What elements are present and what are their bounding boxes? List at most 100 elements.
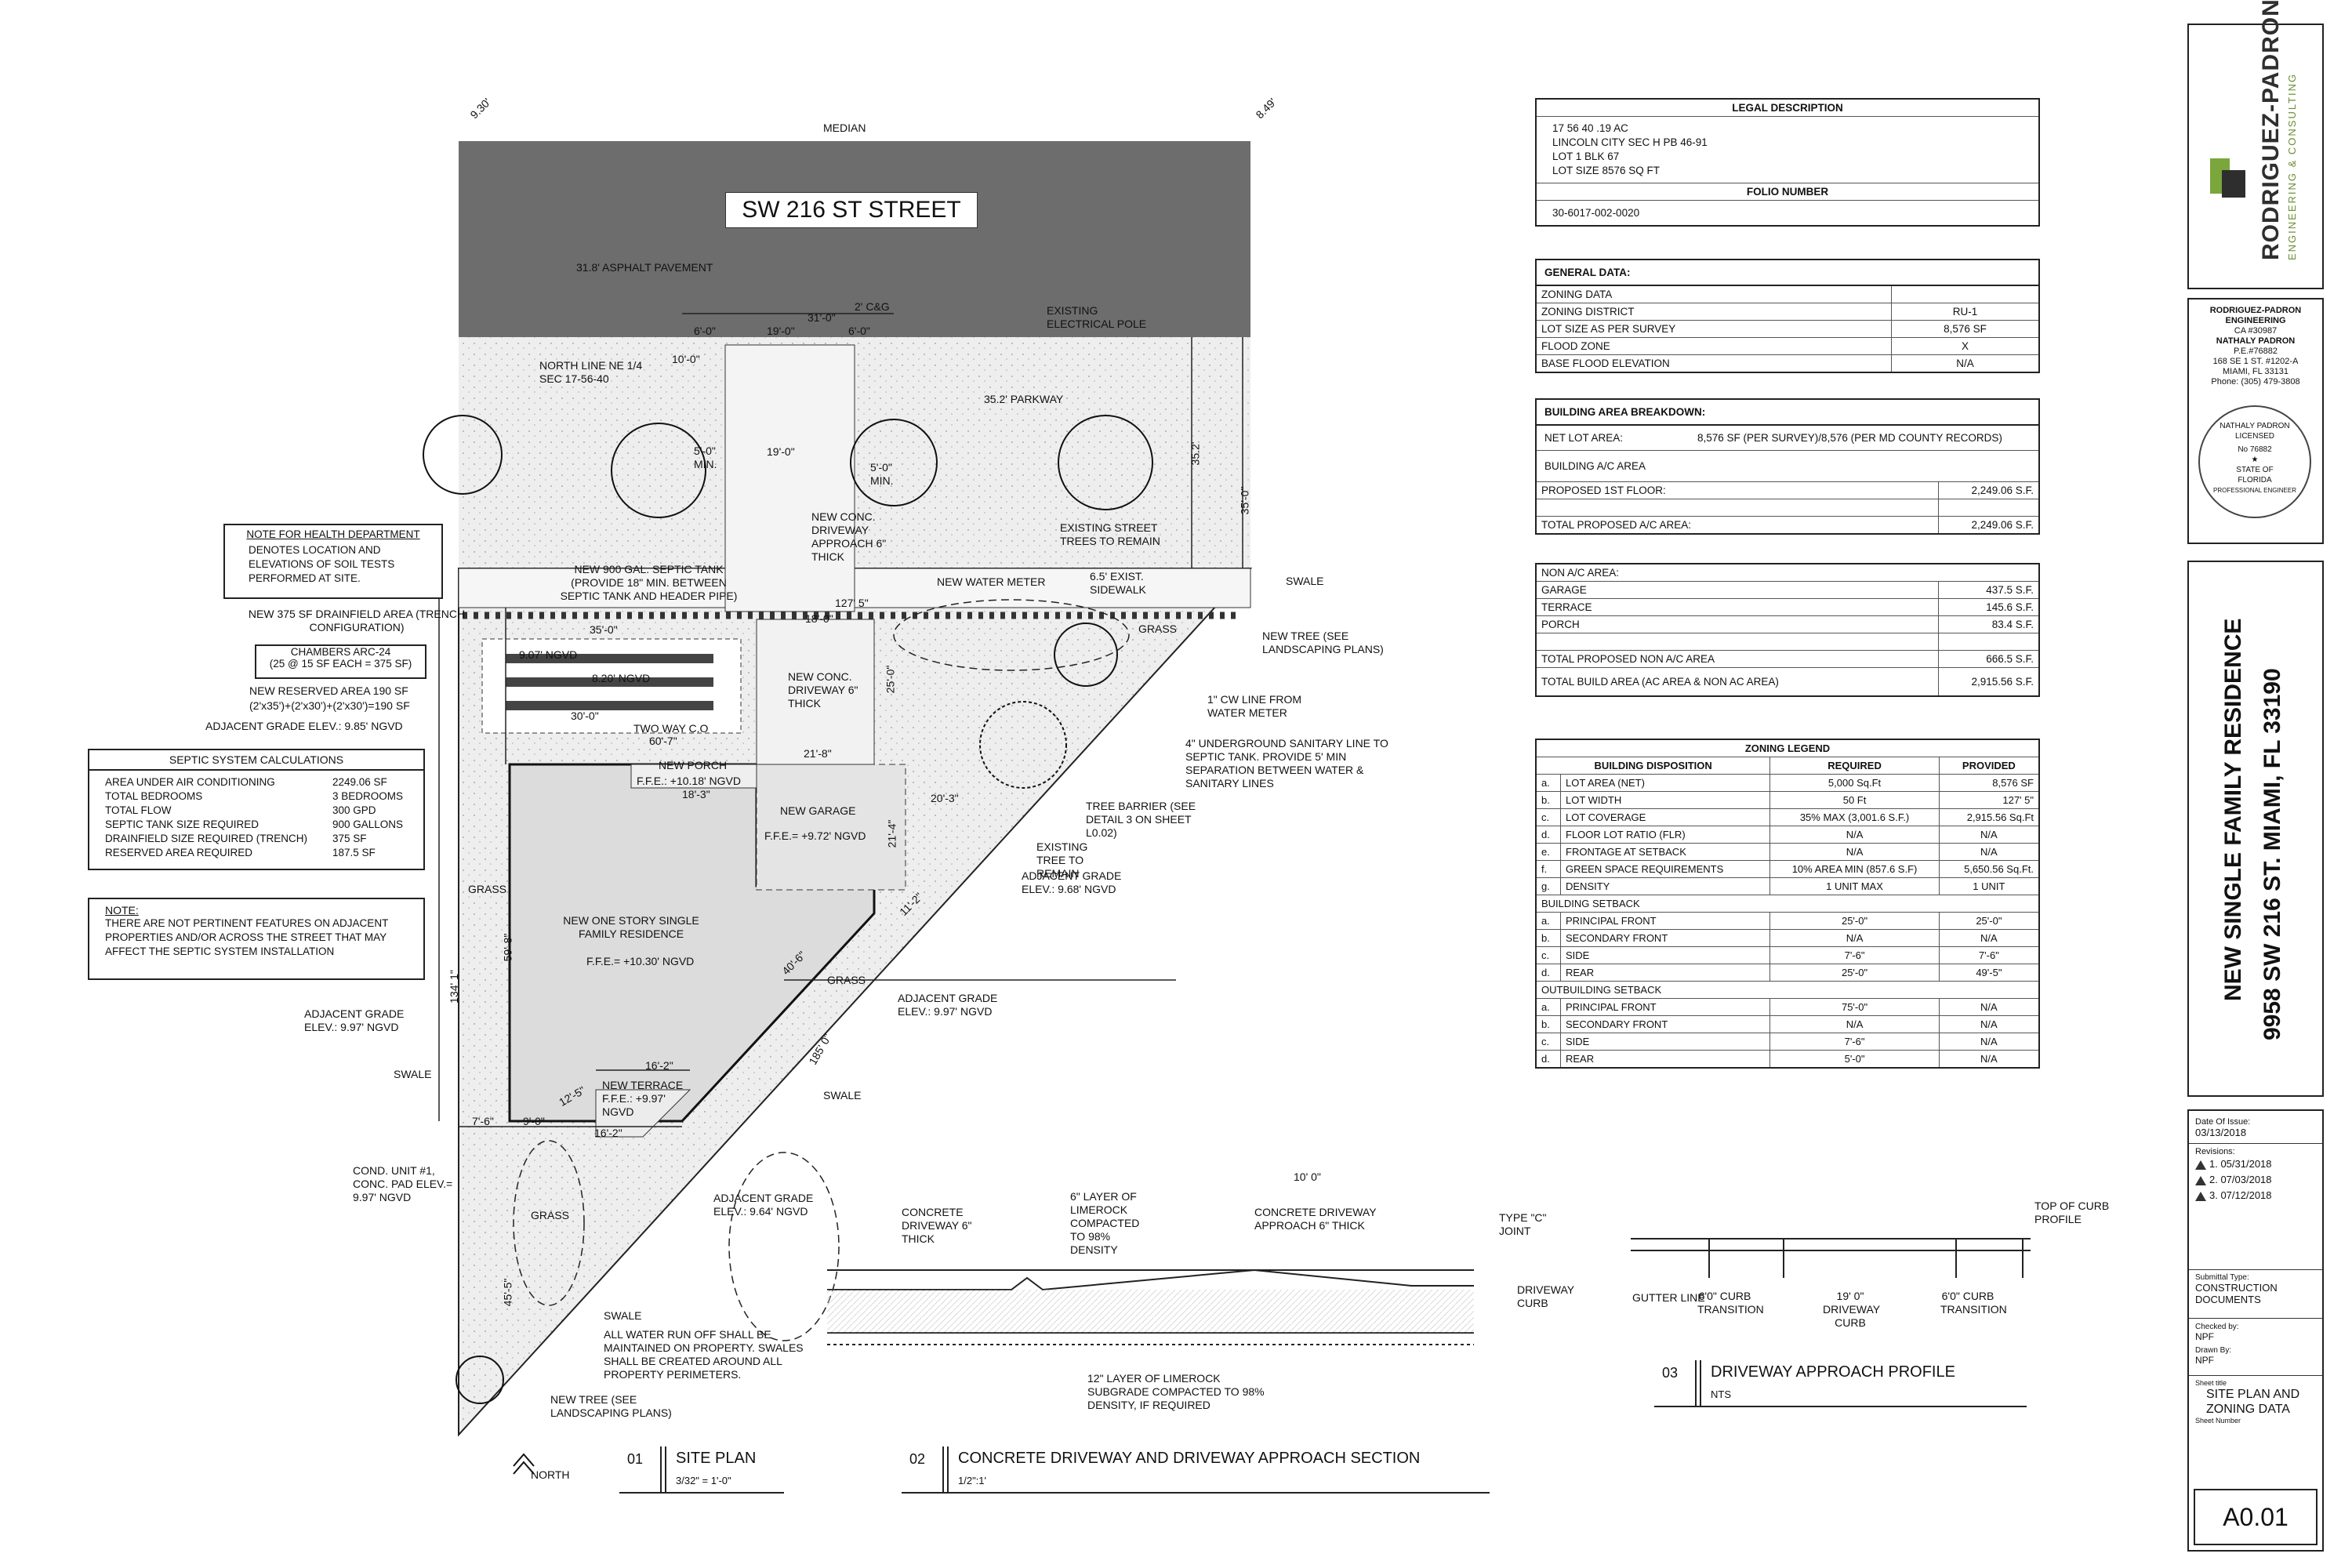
dim-19b: 19'-0" <box>767 445 795 458</box>
section-limerock6: 6" LAYER OF LIMEROCK COMPACTED TO 98% DE… <box>1070 1190 1140 1256</box>
general-label: BASE FLOOD ELEVATION <box>1535 354 1892 373</box>
general-value: X <box>1891 337 2040 355</box>
grass-label-b: GRASS <box>468 883 507 895</box>
firm-line: CA #30987 <box>2234 326 2278 336</box>
residence-ffe-label: F.F.E.= +10.30' NGVD <box>586 955 695 967</box>
drawn-label: Drawn By: <box>2195 1346 2232 1355</box>
zoning-letter: a. <box>1535 998 1561 1016</box>
zoning-letter: c. <box>1535 1033 1561 1051</box>
septic-row-value: 900 GALLONS <box>332 818 404 830</box>
septic-row-label: DRAINFIELD SIZE REQUIRED (TRENCH) <box>105 833 308 844</box>
street-trees <box>423 415 1153 1404</box>
zoning-provided: N/A <box>1938 843 2040 861</box>
zoning-header: BUILDING DISPOSITION <box>1535 757 1771 775</box>
seal-text: NATHALY PADRON <box>2220 422 2290 430</box>
health-note: NOTE FOR HEALTH DEPARTMENT DENOTES LOCAT… <box>223 524 443 599</box>
drainfield-label: NEW 375 SF DRAINFIELD AREA (TRENCH CONFI… <box>248 608 466 633</box>
dim-1341: 134' 1" <box>447 970 460 1004</box>
title-block-info: Date Of Issue: 03/13/2018 Revisions: 1. … <box>2187 1109 2324 1552</box>
non-ac-value: 83.4 S.F. <box>1938 615 2040 633</box>
section-concrete-driveway: CONCRETE DRIVEWAY 6" THICK <box>902 1206 972 1245</box>
firm-line: P.E.#76882 <box>2233 347 2278 356</box>
zoning-item: REAR <box>1559 964 1771 982</box>
engineer-seal: NATHALY PADRON LICENSED No 76882 ★ STATE… <box>2198 405 2311 518</box>
date-label: Date Of Issue: <box>2195 1117 2251 1127</box>
driveway <box>756 619 875 765</box>
dim-127: 127' 5" <box>835 597 869 609</box>
new-tree-label-a: NEW TREE (SEE LANDSCAPING PLANS) <box>1262 630 1384 655</box>
section-type-c: TYPE "C" JOINT <box>1499 1211 1547 1237</box>
legal-line: LOT SIZE 8576 SQ FT <box>1552 165 1661 176</box>
septic-row-value: 3 BEDROOMS <box>332 790 404 802</box>
zoning-letter: d. <box>1535 964 1561 982</box>
label-section-title: CONCRETE DRIVEWAY AND DRIVEWAY APPROACH … <box>958 1450 1421 1467</box>
firm-line: Phone: (305) 479-3808 <box>2211 377 2300 387</box>
label-section-scale: 1/2":1' <box>958 1475 987 1486</box>
septic-row-label: TOTAL BEDROOMS <box>105 790 203 802</box>
zoning-letter: b. <box>1535 929 1561 947</box>
zoning-letter: d. <box>1535 1050 1561 1069</box>
health-note-body: DENOTES LOCATION AND ELEVATIONS OF SOIL … <box>249 544 395 584</box>
zoning-provided: 49'-5" <box>1938 964 2040 982</box>
zoning-required: 7'-6" <box>1769 946 1940 964</box>
folio-number: 30-6017-002-0020 <box>1535 200 2040 227</box>
general-value: RU-1 <box>1891 303 2040 321</box>
zoning-provided: 1 UNIT <box>1938 877 2040 895</box>
zoning-required: 50 Ft <box>1769 791 1940 809</box>
dim-25: 25'-0" <box>884 665 897 694</box>
ngvd-907: 9.07' NGVD <box>519 648 578 661</box>
zoning-item: SIDE <box>1559 1033 1771 1051</box>
general-label: LOT SIZE AS PER SURVEY <box>1535 320 1892 338</box>
seal-pe: PROFESSIONAL ENGINEER <box>2213 487 2296 494</box>
general-data-table: GENERAL DATA: ZONING DATA ZONING DISTRIC… <box>1535 259 2040 373</box>
reserved-area-label: NEW RESERVED AREA 190 SF <box>249 684 408 697</box>
zoning-required: 25'-0" <box>1769 964 1940 982</box>
zoning-required: 25'-0" <box>1769 912 1940 930</box>
zoning-required: 5,000 Sq.Ft <box>1769 774 1940 792</box>
zoning-item: DENSITY <box>1559 877 1771 895</box>
dim-6a: 6'-0" <box>694 325 716 337</box>
dim-352: 35.2' <box>1189 441 1202 466</box>
non-ac-total-value: 666.5 S.F. <box>1938 650 2040 668</box>
median-label: MEDIAN <box>823 122 866 134</box>
new-approach-label: NEW CONC. DRIVEWAY APPROACH 6" THICK <box>811 510 887 563</box>
septic-row-label: RESERVED AREA REQUIRED <box>105 847 253 858</box>
zoning-required: 1 UNIT MAX <box>1769 877 1940 895</box>
seal-no: No 76882 <box>2238 445 2272 454</box>
total-build-label: TOTAL BUILD AREA (AC AREA & NON AC AREA) <box>1535 667 1939 697</box>
sanitary-label: 4" UNDERGROUND SANITARY LINE TO SEPTIC T… <box>1185 737 1388 789</box>
section-approach: CONCRETE DRIVEWAY APPROACH 6" THICK <box>1254 1206 1377 1232</box>
dim-214: 21'-4" <box>885 819 898 848</box>
swale-label-b: SWALE <box>394 1068 432 1080</box>
garage-ffe-label: F.F.E.= +9.72' NGVD <box>764 829 866 842</box>
revision-item: 2. 07/03/2018 <box>2209 1174 2272 1185</box>
legal-description-table: LEGAL DESCRIPTION 17 56 40 .19 AC LINCOL… <box>1535 98 2040 227</box>
label-section: 02 CONCRETE DRIVEWAY AND DRIVEWAY APPROA… <box>902 1446 1490 1494</box>
non-ac-title: NON A/C AREA: <box>1535 563 2040 582</box>
logo-sub: ENGINEERING & CONSULTING <box>2286 72 2298 260</box>
seal-florida: FLORIDA <box>2238 476 2272 485</box>
water-meter-label: NEW WATER METER <box>937 575 1046 588</box>
zoning-item: LOT COVERAGE <box>1559 808 1771 826</box>
septic-row-label: TOTAL FLOW <box>105 804 172 816</box>
parkway-label: 35.2' PARKWAY <box>984 393 1064 405</box>
legal-line: LOT 1 BLK 67 <box>1552 151 1620 162</box>
revisions-label: Revisions: <box>2195 1147 2235 1156</box>
first-floor-value: 2,249.06 S.F. <box>1938 481 2040 499</box>
dim-218: 21'-8" <box>804 747 832 760</box>
non-ac-value: 437.5 S.F. <box>1938 581 2040 599</box>
dim-90: 9'-0" <box>523 1115 545 1127</box>
street-pavement <box>459 141 1250 337</box>
legal-title: LEGAL DESCRIPTION <box>1535 98 2040 117</box>
adj-grade-968: ADJACENT GRADE ELEV.: 9.68' NGVD <box>1022 869 1122 895</box>
total-ac-label: TOTAL PROPOSED A/C AREA: <box>1535 516 1939 535</box>
north-arrow <box>513 1453 535 1475</box>
sheet-title-label: Sheet title <box>2195 1379 2227 1387</box>
note-body: THERE ARE NOT PERTINENT FEATURES ON ADJA… <box>105 917 389 957</box>
zoning-header: REQUIRED <box>1769 757 1940 775</box>
label-site-plan-num: 01 <box>627 1451 644 1467</box>
zoning-provided: 2,915.56 Sq.Ft <box>1938 808 2040 826</box>
septic-row-label: SEPTIC TANK SIZE REQUIRED <box>105 818 260 830</box>
total-ac-value: 2,249.06 S.F. <box>1938 516 2040 535</box>
legal-lines: 17 56 40 .19 AC LINCOLN CITY SEC H PB 46… <box>1535 116 2040 183</box>
